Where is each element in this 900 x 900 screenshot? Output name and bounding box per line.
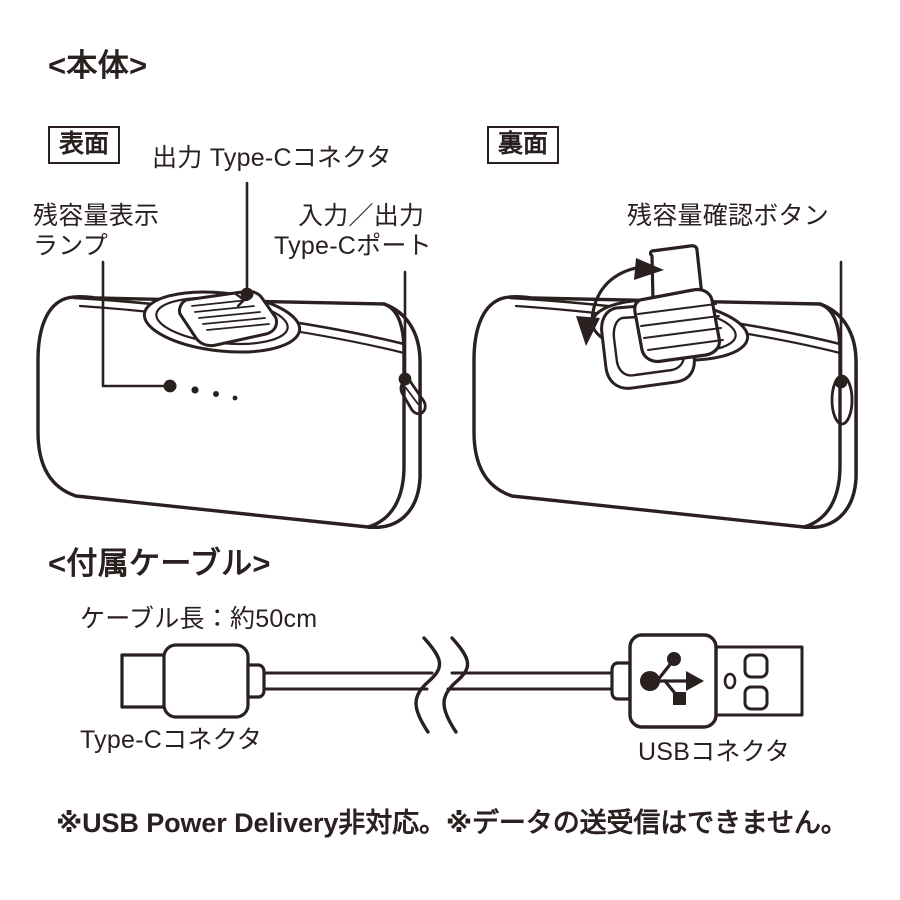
footnote-text: ※USB Power Delivery非対応。※データの送受信はできません。 — [56, 808, 848, 838]
back-right-endcap — [802, 302, 858, 529]
io-type-c-port-label-line2: Type-Cポート — [274, 232, 432, 260]
usb-logo-branch-up — [655, 660, 674, 683]
back-plug-collar-ribs — [637, 303, 724, 351]
front-top-seam-outer — [72, 296, 406, 346]
io-type-c-port-label-line1: 入力／出力 — [298, 202, 425, 230]
capacity-lamp-label-line1: 残容量表示 — [33, 202, 160, 230]
usb-logo-circle-end — [667, 652, 681, 666]
usb-trident-icon — [640, 652, 704, 705]
back-top-seam-outer — [508, 296, 842, 346]
type-c-connector-label: Type-Cコネクタ — [80, 726, 263, 754]
usb-logo-branch-down — [663, 679, 680, 699]
back-view-illustration — [472, 244, 858, 529]
capacity-check-button — [830, 374, 854, 426]
capacity-lamp-dots — [167, 381, 238, 401]
output-type-c-connector-label: 出力 Type-Cコネクタ — [152, 144, 392, 172]
cable-break-squiggle-2 — [442, 636, 470, 734]
front-right-endcap — [366, 302, 422, 529]
leader-dot-output-connector — [240, 287, 254, 301]
front-connector-tab — [234, 292, 246, 308]
usb-logo-root-dot — [640, 671, 660, 691]
back-side-badge: 裏面 — [487, 126, 560, 165]
back-connector-well-outer — [590, 298, 750, 362]
lamp-dot-2 — [191, 386, 199, 394]
cable-break-squiggle-1 — [414, 636, 442, 734]
leader-dot-io-port — [398, 372, 412, 386]
lamp-dot-4 — [232, 395, 238, 401]
back-hinge-bracket-inner — [612, 313, 686, 377]
front-connector-ribs — [191, 299, 270, 331]
front-connector-well-outer — [142, 290, 302, 354]
front-folded-connector — [178, 289, 278, 348]
rotation-arrow-head-up — [634, 258, 664, 280]
leader-dot-capacity-lamp — [163, 379, 177, 393]
lamp-dot-3 — [213, 391, 219, 397]
cable-illustration — [120, 633, 804, 734]
front-type-c-port-slot — [399, 378, 427, 416]
rotation-arrow-head-down — [576, 316, 600, 346]
cable-type-c-tip — [120, 653, 170, 709]
cable-usb-strain-relief — [610, 661, 632, 701]
cable-type-c-strain-relief — [246, 663, 266, 699]
body-unit-heading: <本体> — [48, 48, 148, 83]
rotation-arrow-arc — [590, 266, 638, 322]
usb-shell-hole-small — [723, 672, 737, 690]
front-top-seam-inner — [78, 304, 406, 355]
back-plug-collar — [633, 287, 722, 364]
usb-metal-shell — [710, 645, 804, 717]
back-top-seam-inner — [514, 304, 842, 355]
cable-type-c-body — [162, 643, 250, 719]
back-plug-tip — [648, 244, 704, 309]
leader-capacity-lamp — [101, 260, 169, 388]
usb-connector-label: USBコネクタ — [638, 738, 791, 766]
leader-dot-capacity-check-button — [834, 375, 848, 389]
usb-shell-hole-bottom — [743, 685, 769, 711]
capacity-lamp-label-line2: ランプ — [33, 232, 109, 260]
usb-logo-square-end — [673, 692, 686, 705]
capacity-check-button-label: 残容量確認ボタン — [627, 202, 830, 230]
usb-shell-hole-top — [743, 653, 769, 679]
usb-connector-body — [628, 633, 718, 729]
lamp-dot-1 — [167, 381, 177, 391]
front-body-shell — [36, 294, 422, 529]
front-connector-well-inner — [155, 296, 289, 346]
usb-logo-arrow-end — [686, 671, 704, 691]
back-connector-well-inner — [603, 304, 737, 354]
cable-heading: <付属ケーブル> — [48, 546, 271, 581]
back-hinge-bracket — [600, 302, 696, 390]
front-type-c-port-slot-inner — [405, 387, 419, 405]
cable-length-label: ケーブル長：約50cm — [80, 605, 318, 633]
back-body-shell — [472, 294, 858, 529]
front-side-badge: 表面 — [48, 126, 121, 165]
